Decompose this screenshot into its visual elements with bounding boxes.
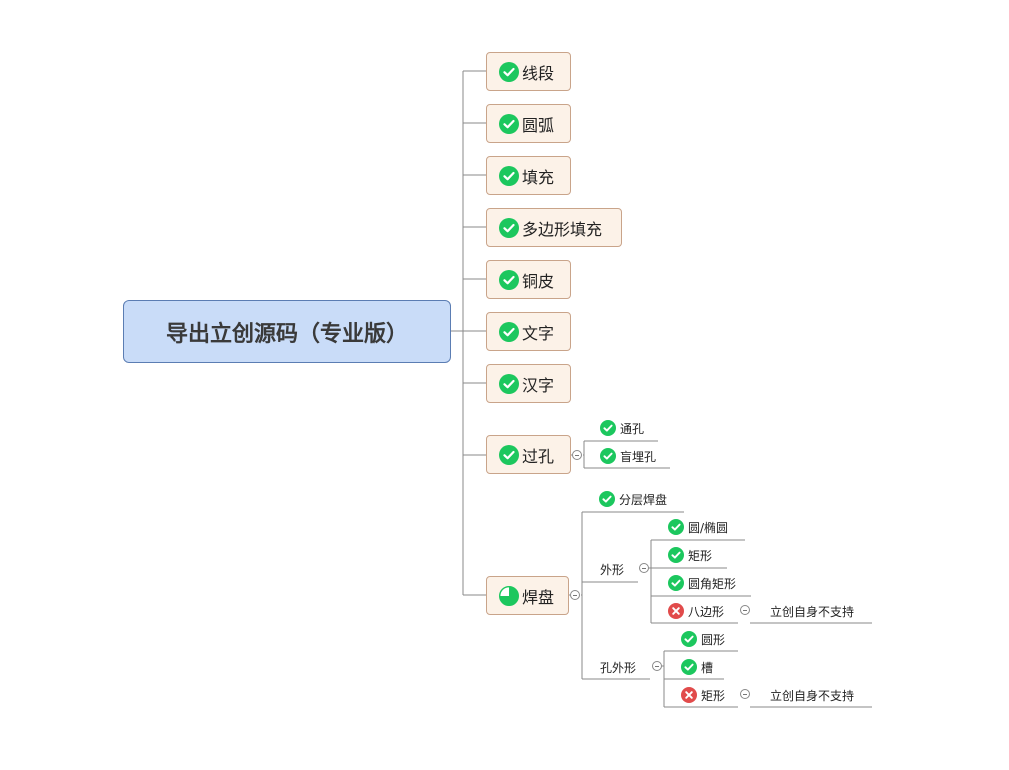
check-circle-icon — [499, 444, 519, 465]
pie-progress-icon — [499, 585, 519, 606]
check-circle-icon — [499, 373, 519, 394]
topic-copper[interactable]: 铜皮 — [486, 260, 571, 299]
topic-label: 多边形填充 — [522, 219, 603, 239]
note-label: 立创自身不支持 — [770, 604, 855, 619]
check-circle-icon — [499, 269, 519, 290]
subtopic-rectangle[interactable]: 矩形 — [668, 545, 712, 565]
topic-segment[interactable]: 线段 — [486, 52, 571, 91]
subtopic-label: 孔外形 — [600, 660, 637, 675]
check-circle-icon — [499, 217, 519, 238]
collapse-minus-icon[interactable] — [572, 450, 582, 460]
check-circle-icon — [681, 631, 697, 647]
subtopic-label: 分层焊盘 — [619, 492, 668, 507]
note-unsupported[interactable]: 立创自身不支持 — [770, 601, 854, 621]
check-circle-icon — [499, 61, 519, 82]
check-circle-icon — [499, 321, 519, 342]
check-circle-icon — [600, 420, 616, 436]
note-unsupported[interactable]: 立创自身不支持 — [770, 685, 854, 705]
subtopic-label: 矩形 — [688, 548, 713, 563]
topic-arc[interactable]: 圆弧 — [486, 104, 571, 143]
collapse-minus-icon[interactable] — [740, 605, 750, 615]
subtopic-shape[interactable]: 外形 — [600, 559, 624, 579]
subtopic-round-rectangle[interactable]: 圆角矩形 — [668, 573, 736, 593]
check-circle-icon — [499, 113, 519, 134]
topic-label: 填充 — [522, 167, 555, 187]
root-topic[interactable]: 导出立创源码（专业版） — [123, 300, 451, 363]
topic-via[interactable]: 过孔 — [486, 435, 571, 474]
subtopic-label: 通孔 — [620, 421, 645, 436]
check-circle-icon — [681, 659, 697, 675]
subtopic-round-hole[interactable]: 圆形 — [681, 629, 725, 649]
topic-chinese[interactable]: 汉字 — [486, 364, 571, 403]
collapse-minus-icon[interactable] — [740, 689, 750, 699]
check-circle-icon — [499, 165, 519, 186]
subtopic-circle-ellipse[interactable]: 圆/椭圆 — [668, 517, 728, 537]
topic-fill[interactable]: 填充 — [486, 156, 571, 195]
subtopic-slot-hole[interactable]: 槽 — [681, 657, 713, 677]
check-circle-icon — [668, 519, 684, 535]
subtopic-rect-hole[interactable]: 矩形 — [681, 685, 725, 705]
topic-polygon-fill[interactable]: 多边形填充 — [486, 208, 622, 247]
subtopic-layered-pad[interactable]: 分层焊盘 — [599, 489, 667, 509]
check-circle-icon — [668, 575, 684, 591]
x-circle-icon — [681, 687, 697, 703]
topic-label: 圆弧 — [522, 115, 555, 135]
topic-label: 焊盘 — [522, 587, 555, 607]
check-circle-icon — [668, 547, 684, 563]
subtopic-label: 圆形 — [701, 632, 726, 647]
subtopic-label: 矩形 — [701, 688, 726, 703]
topic-label: 过孔 — [522, 446, 555, 466]
check-circle-icon — [599, 491, 615, 507]
subtopic-hole-shape[interactable]: 孔外形 — [600, 657, 636, 677]
topic-pad[interactable]: 焊盘 — [486, 576, 569, 615]
subtopic-label: 槽 — [701, 660, 714, 675]
topic-label: 线段 — [522, 63, 555, 83]
subtopic-label: 圆/椭圆 — [688, 520, 729, 535]
subtopic-blind-buried-hole[interactable]: 盲埋孔 — [600, 446, 656, 466]
root-topic-label: 导出立创源码（专业版） — [165, 321, 408, 347]
note-label: 立创自身不支持 — [770, 688, 855, 703]
subtopic-through-hole[interactable]: 通孔 — [600, 418, 644, 438]
subtopic-octagon[interactable]: 八边形 — [668, 601, 724, 621]
collapse-minus-icon[interactable] — [639, 563, 649, 573]
topic-label: 汉字 — [522, 375, 555, 395]
topic-label: 铜皮 — [522, 271, 555, 291]
collapse-minus-icon[interactable] — [570, 590, 580, 600]
subtopic-label: 盲埋孔 — [620, 449, 657, 464]
x-circle-icon — [668, 603, 684, 619]
topic-label: 文字 — [522, 323, 555, 343]
subtopic-label: 外形 — [600, 562, 625, 577]
subtopic-label: 圆角矩形 — [688, 576, 737, 591]
check-circle-icon — [600, 448, 616, 464]
topic-text[interactable]: 文字 — [486, 312, 571, 351]
collapse-minus-icon[interactable] — [652, 661, 662, 671]
subtopic-label: 八边形 — [688, 604, 725, 619]
